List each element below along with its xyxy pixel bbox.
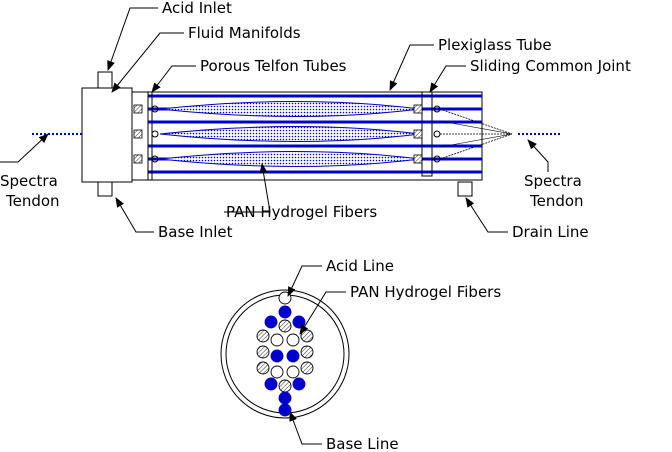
- label-porous-tubes: Porous Telfon Tubes: [200, 57, 347, 75]
- fluid-line-circle: [264, 377, 278, 391]
- label-pan-fibers-side: PAN Hydrogel Fibers: [226, 203, 377, 221]
- acid-inlet-stub: [97, 71, 113, 89]
- label-sliding-joint: Sliding Common Joint: [470, 57, 631, 75]
- tendon-converge: [439, 108, 513, 160]
- leader-base-line: [289, 411, 322, 445]
- fluid-line-circle: [292, 377, 306, 391]
- open-tube-circle: [270, 365, 284, 379]
- label-acid-inlet: Acid Inlet: [162, 0, 232, 17]
- fluid-line-circle: [278, 391, 292, 405]
- side-view-leaders: [0, 7, 549, 233]
- pan-fiber-circle: [278, 319, 292, 333]
- fluid-line-circle: [286, 349, 300, 363]
- pan-fiber-circle: [300, 329, 314, 343]
- fluid-manifold-block: [81, 87, 133, 183]
- open-tube-circle: [286, 365, 300, 379]
- label-base-inlet: Base Inlet: [158, 223, 233, 241]
- label-tendon-right-1: Spectra: [524, 172, 582, 190]
- pan-fiber-circle: [256, 345, 270, 359]
- fluid-line-circle: [278, 305, 292, 319]
- label-acid-line: Acid Line: [326, 257, 394, 275]
- label-drain-line: Drain Line: [512, 223, 589, 241]
- joint-connectors: [413, 104, 441, 164]
- label-fluid-manifolds: Fluid Manifolds: [188, 24, 301, 42]
- label-tendon-left-2: Tendon: [5, 192, 60, 210]
- left-connectors: [133, 104, 159, 164]
- label-plexiglass-tube: Plexiglass Tube: [438, 36, 552, 54]
- fluid-line-circle: [292, 315, 306, 329]
- fluid-line-circle: [270, 349, 284, 363]
- pan-fiber-circle: [300, 361, 314, 375]
- open-tube-circle: [270, 333, 284, 347]
- label-tendon-left-1: Spectra: [0, 172, 58, 190]
- label-tendon-right-2: Tendon: [529, 192, 584, 210]
- cross-section-view: Acid Line PAN Hydrogel Fibers Base Line: [220, 257, 501, 452]
- plexiglass-outer-circle: [220, 289, 350, 419]
- label-pan-fibers-cross: PAN Hydrogel Fibers: [350, 283, 501, 301]
- fiber-bundle-1: [159, 101, 421, 117]
- base-inlet-stub: [97, 181, 113, 197]
- pan-fiber-circle: [300, 345, 314, 359]
- fiber-bundle-3: [159, 151, 421, 167]
- pan-hydrogel-fiber-bundles: [159, 101, 421, 167]
- fiber-bundle-2: [159, 126, 421, 142]
- pan-fiber-circle: [278, 379, 292, 393]
- open-tube-circle: [286, 333, 300, 347]
- leader-acid-line: [287, 265, 322, 297]
- sliding-common-joint: [421, 91, 433, 177]
- pan-fiber-circle: [256, 329, 270, 343]
- fluid-line-circle: [264, 315, 278, 329]
- pan-fiber-circle: [256, 361, 270, 375]
- fiber-grid: [256, 291, 314, 417]
- side-view: Acid Inlet Fluid Manifolds Porous Telfon…: [0, 0, 631, 241]
- fluid-line-circle: [278, 403, 292, 417]
- leader-pan-fibers: [299, 291, 346, 335]
- plexiglass-tube: [131, 91, 483, 181]
- drain-line-stub: [457, 181, 473, 197]
- label-base-line: Base Line: [326, 435, 399, 452]
